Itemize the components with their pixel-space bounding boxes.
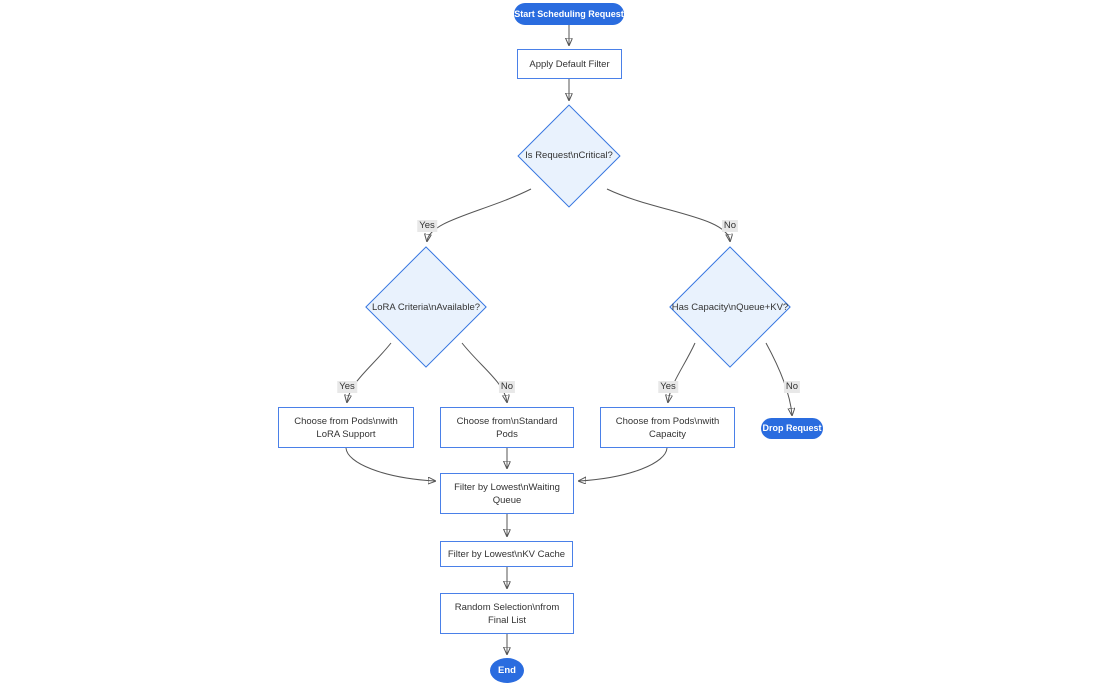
edge-is-critical-yes <box>427 188 532 241</box>
edge-lora-no <box>461 342 507 402</box>
edge-label-critical-no: No <box>721 220 739 232</box>
node-apply-default-filter: Apply Default Filter <box>517 49 622 79</box>
edge-capacity-no <box>765 342 792 415</box>
edge-is-critical-no <box>606 188 730 241</box>
edge-label-capacity-no: No <box>783 381 801 393</box>
edge-capacity-pods-filter <box>579 447 668 481</box>
node-choose-capacity-pods-label: Choose from Pods\nwith <box>615 415 720 427</box>
node-has-capacity-queue-kv-label: Has Capacity\nQueue+KV? <box>671 301 789 313</box>
edge-label-lora-yes: Yes <box>337 381 357 393</box>
node-end-label: End <box>498 665 516 676</box>
node-end: End <box>490 658 524 683</box>
node-start: Start Scheduling Request <box>514 3 624 25</box>
edge-label-capacity-yes: Yes <box>658 381 678 393</box>
edge-lora-yes <box>347 342 392 402</box>
node-choose-lora-pods-label: Choose from Pods\nwith <box>294 415 398 427</box>
node-choose-capacity-pods: Choose from Pods\nwith Capacity <box>600 407 735 448</box>
node-choose-lora-pods-label: LoRA Support <box>316 428 376 440</box>
node-filter-kv-cache: Filter by Lowest\nKV Cache <box>440 541 573 567</box>
node-start-label: Start Scheduling Request <box>514 8 624 19</box>
edge-capacity-yes <box>668 342 696 402</box>
node-is-request-critical: Is Request\nCritical? <box>517 103 621 208</box>
node-filter-kv-cache-label: Filter by Lowest\nKV Cache <box>447 548 566 560</box>
node-filter-waiting-queue: Filter by Lowest\nWaiting Queue <box>440 473 574 514</box>
node-choose-capacity-pods-label: Capacity <box>649 428 686 440</box>
node-random-selection-label: Random Selection\nfrom <box>454 601 560 613</box>
node-random-selection-label: Final List <box>487 614 526 626</box>
node-filter-waiting-queue-label: Queue <box>492 494 522 506</box>
node-random-selection: Random Selection\nfrom Final List <box>440 593 574 634</box>
edge-label-lora-no: No <box>498 381 516 393</box>
node-choose-standard-pods-label: Choose from\nStandard <box>456 415 558 427</box>
node-lora-criteria-available-label: LoRA Criteria\nAvailable? <box>371 301 481 313</box>
node-lora-criteria-available: LoRA Criteria\nAvailable? <box>365 246 487 368</box>
node-choose-standard-pods-label: Pods <box>496 428 518 440</box>
node-drop-request-label: Drop Request <box>762 423 822 433</box>
node-choose-lora-pods: Choose from Pods\nwith LoRA Support <box>278 407 414 448</box>
node-drop-request: Drop Request <box>761 418 823 439</box>
node-apply-default-filter-label: Apply Default Filter <box>529 58 610 70</box>
node-choose-standard-pods: Choose from\nStandard Pods <box>440 407 574 448</box>
edge-lora-pods-filter <box>345 447 435 481</box>
edge-label-critical-yes: Yes <box>417 220 437 232</box>
node-filter-waiting-queue-label: Filter by Lowest\nWaiting <box>454 481 560 493</box>
node-is-request-critical-label: Is Request\nCritical? <box>525 150 613 161</box>
node-has-capacity-queue-kv: Has Capacity\nQueue+KV? <box>669 246 791 368</box>
